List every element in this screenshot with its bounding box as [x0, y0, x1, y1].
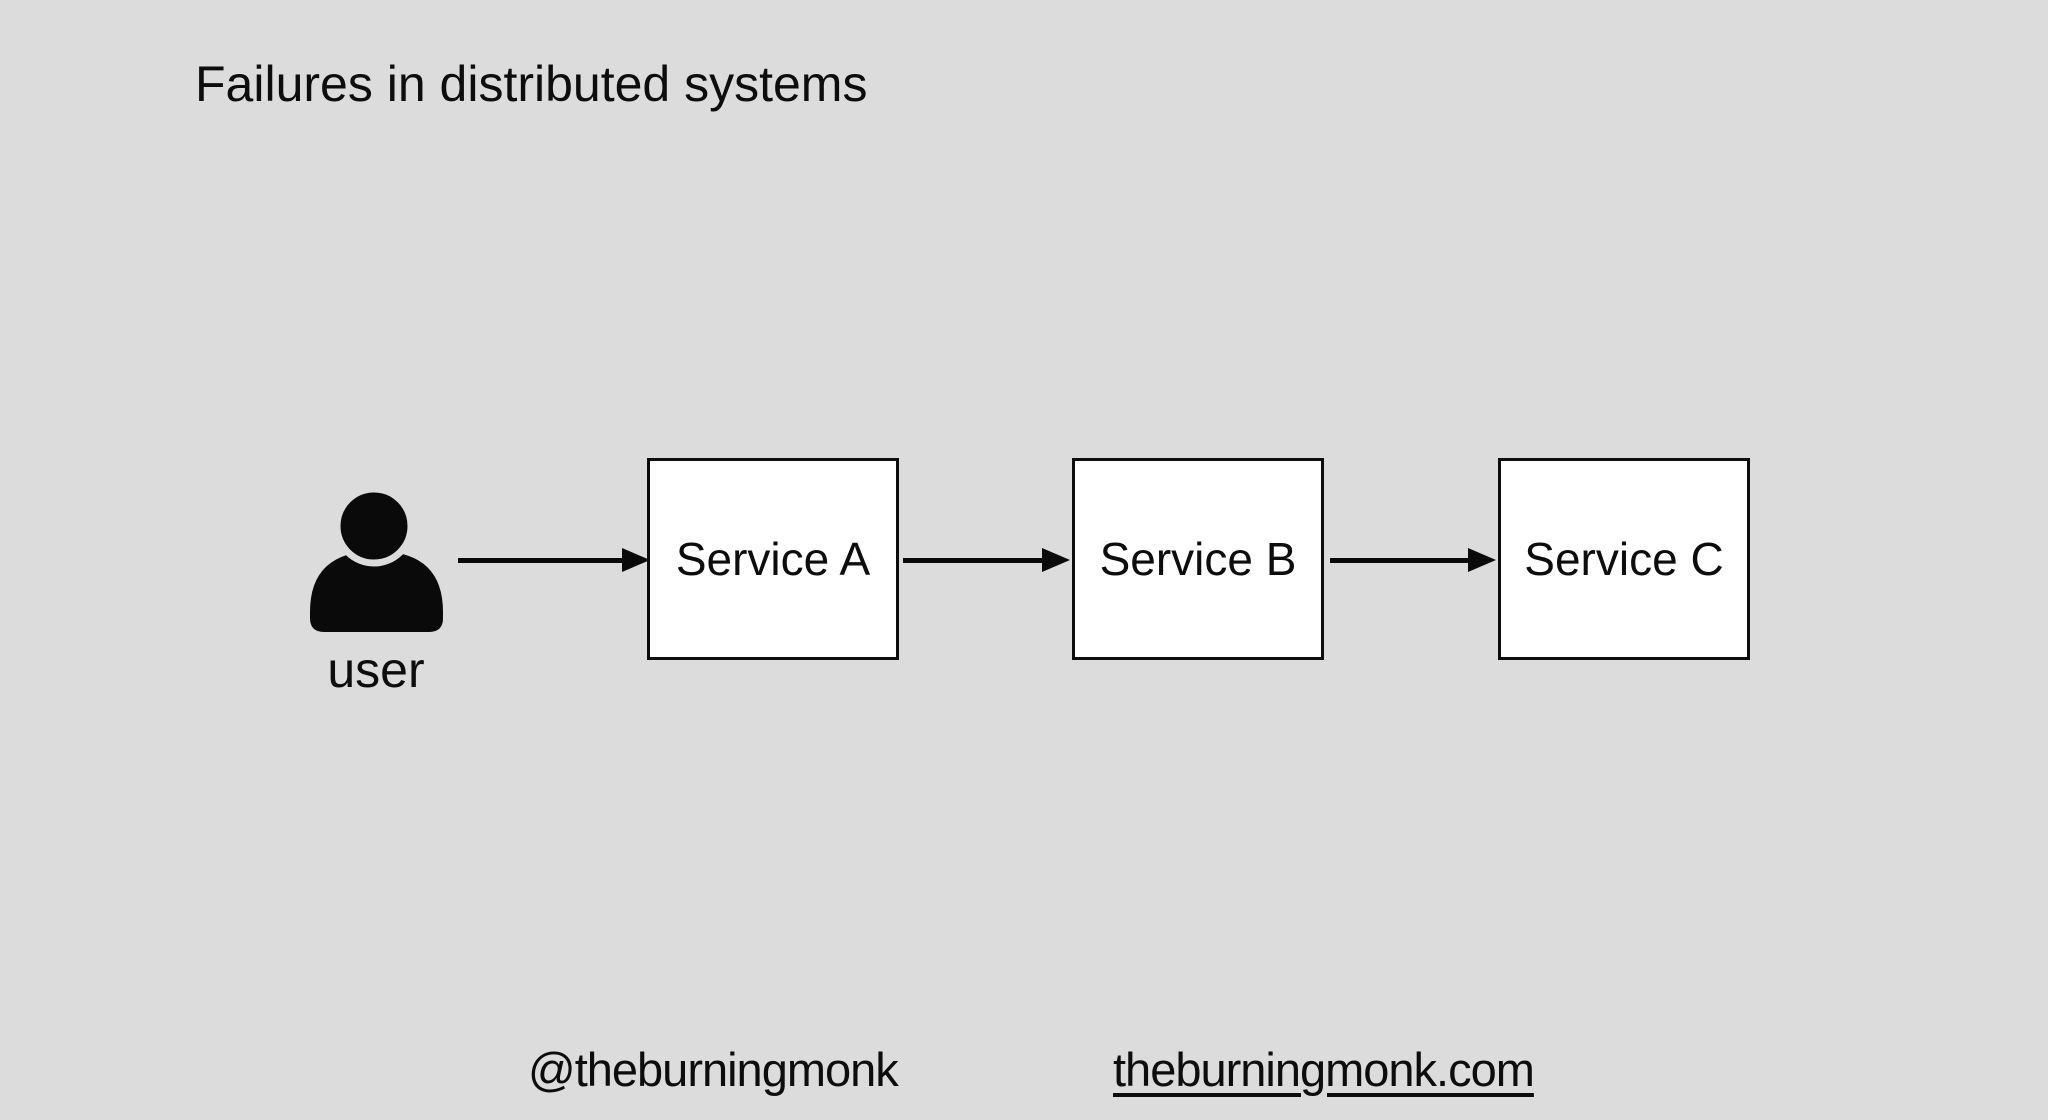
slide-title: Failures in distributed systems	[195, 56, 868, 112]
arrow-service-b-to-service-c	[1330, 548, 1496, 572]
arrow-service-a-to-service-b	[903, 548, 1070, 572]
arrow-user-to-service-a	[458, 548, 650, 572]
node-service-a: Service A	[647, 458, 899, 660]
footer-twitter-handle: @theburningmonk	[528, 1043, 899, 1096]
arrow-line	[1330, 557, 1472, 563]
arrow-line	[458, 557, 626, 563]
node-service-a-label: Service A	[675, 533, 871, 585]
arrowhead-icon	[622, 548, 650, 572]
user-actor: user	[276, 484, 476, 696]
arrowhead-icon	[1468, 548, 1496, 572]
arrowhead-icon	[1042, 548, 1070, 572]
node-service-b-label: Service B	[1099, 533, 1297, 585]
node-service-c-label: Service C	[1524, 533, 1724, 585]
footer-website-link[interactable]: theburningmonk.com	[1113, 1043, 1535, 1096]
node-service-c: Service C	[1498, 458, 1750, 660]
arrow-line	[903, 557, 1046, 563]
user-person-icon	[310, 485, 443, 632]
node-service-b: Service B	[1072, 458, 1324, 660]
user-label: user	[327, 642, 425, 698]
